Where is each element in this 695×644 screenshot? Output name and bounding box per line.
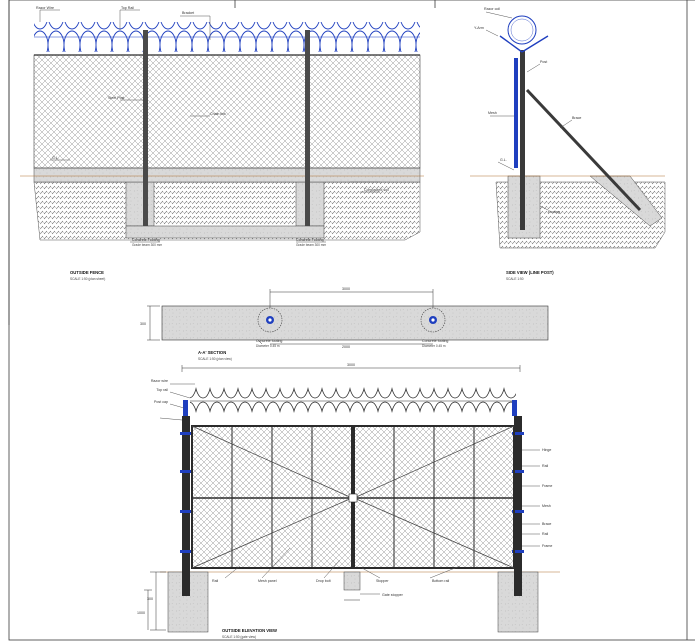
gate-post-left [182,416,190,596]
fence-label-soil: Compacted soil [364,188,389,192]
gate-caption: OUTSIDE ELEVATION VIEW [222,628,277,633]
section-caption: A-A' SECTION [198,350,226,355]
post-right [305,30,310,226]
fence-label-footing-right-sub: Grade beam 300 mm [296,243,326,247]
side-y-arm [499,35,549,53]
gate-dim-overall: 3000 [347,363,355,367]
side-label-strut: Brace [572,116,581,120]
gate-leaf-right [353,425,515,569]
section-label-post-left-sub: Diameter 0.45 m [256,344,280,348]
section-dim-width: 3000 [342,287,350,291]
fence-label-footing-left: Concrete Footing [132,238,160,242]
gate-label-r-1: Hinge [542,448,551,452]
section-label-post-right: Concrete footing [422,339,448,343]
gate-hinges [180,432,524,553]
fence-label-bracket: Bracket [182,11,194,15]
gate-label-tl-1: Razor wire [151,379,168,383]
fence-label-post: Steel Post [108,96,124,100]
section-label-post-left: Concrete footing [256,339,282,343]
section-view: 3000 300 2000 Concrete footing Diameter … [140,287,549,361]
section-label-post-right-sub: Diameter 0.45 m [422,344,446,348]
gate-dim-left-1: 300 [147,597,153,601]
side-view-scale: SCALE 1:50 [506,277,524,281]
side-label-ground: G.L. [500,158,507,162]
footing-left [125,181,155,227]
section-scale: SCALE 1:50 (plan view) [198,357,232,361]
section-beam [161,305,549,341]
gate-label-r-6: Rail [542,532,548,536]
gate-post-right [514,416,522,596]
fence-label-razor-wire: Razor Wire [36,6,54,10]
gate-label-b-4: Stopper [376,579,389,583]
gate-stopper-base [343,571,361,591]
side-coil [507,15,537,45]
gate-label-tl-3: Post cap [154,400,168,404]
side-view-caption: SIDE VIEW (LINE POST) [506,270,554,275]
gate-view: 3000 [137,363,560,639]
fence-label-footing-right: Concrete Footing [296,238,324,242]
outside-fence-caption: OUTSIDE FENCE [70,270,104,275]
gate-label-stopper: Gate stopper [382,593,404,597]
gate-dim-left-2: 1000 [137,611,145,615]
gate-label-r-5: Brace [542,522,551,526]
gate-label-r-2: Rail [542,464,548,468]
side-mesh [514,58,518,168]
fence-label-mesh: Chain link [210,112,226,116]
side-post [520,50,525,230]
fence-label-top-rail: Top Rail [121,6,134,10]
side-label-post: Post [540,60,547,64]
gate-label-r-7: Frame [542,544,552,548]
side-strut [525,88,642,212]
fence-mesh [33,54,421,169]
gate-label-r-4: Mesh [542,504,551,508]
sheet-frame [8,0,695,641]
post-left [143,30,148,226]
gate-label-b-3: Drop bolt [316,579,331,583]
ground-slab [33,167,421,183]
gate-scale: SCALE 1:50 (gate view) [222,635,256,639]
gate-label-r-3: Frame [542,484,552,488]
side-label-arm: Y-Arm [474,26,484,30]
outside-fence-scale: SCALE 1:50 (plan sheet) [70,277,105,281]
side-label-mesh: Mesh [488,111,497,115]
gate-leaf-left [191,425,353,569]
gate-label-b-5: Bottom rail [432,579,449,583]
gate-label-tl-2: Top rail [156,388,168,392]
gate-label-b-2: Mesh panel [258,579,277,583]
fence-label-ground: G.L. [52,156,59,160]
section-dim-inner: 2000 [342,345,350,349]
side-view: Razor coil Y-Arm Post Mesh Brace G.L. Fo… [470,7,666,281]
side-label-footing: Footing [548,210,560,214]
fence-label-footing-left-sub: Grade beam 300 mm [132,243,162,247]
section-dim-height: 300 [140,322,146,326]
gate-latch [348,493,358,503]
outside-fence-view: Razor Wire Top Rail Bracket Steel Post C… [20,6,424,281]
grade-beam [125,225,325,239]
gate-label-b-1: Rail [212,579,218,583]
side-label-coil: Razor coil [484,7,500,11]
